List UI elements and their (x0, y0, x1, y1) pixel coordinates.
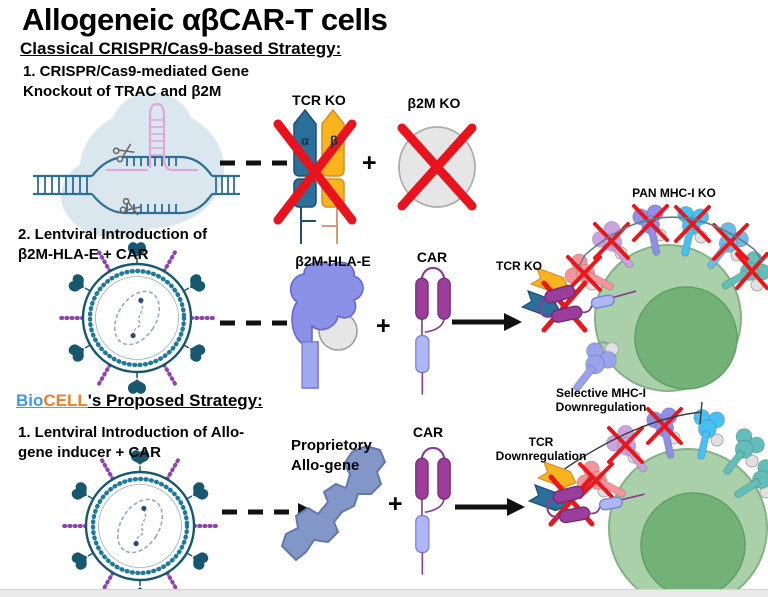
proposed-step-1-line-2: gene inducer + CAR (18, 444, 161, 461)
tcr-alpha-letter: α (301, 133, 309, 148)
classical-strategy-heading-text: Classical CRISPR/Cas9-based Strategy: (20, 39, 342, 58)
allo-gene-blob (281, 445, 386, 561)
allo-gene-label: Proprietory Allo-gene (291, 436, 372, 476)
car-t-cell-1 (594, 244, 742, 392)
selective-mhc-label-line-2: Downregulation (555, 400, 647, 414)
brand-bio: Bio (16, 391, 44, 410)
car-construct-1 (414, 266, 452, 396)
proposed-heading-rest: 's Proposed Strategy: (87, 391, 263, 410)
selective-mhc-label-line-1: Selective MHC-I (555, 386, 647, 400)
solid-arrow-1 (452, 313, 522, 331)
tcr-ko-label: TCR KO (292, 92, 346, 108)
b2m-ko-label: β2M KO (407, 95, 461, 111)
classical-step-2-line-1: 2. Lentviral Introduction of (18, 226, 208, 243)
car-t-cell-2 (608, 448, 768, 597)
plus-sign-1: + (362, 149, 377, 177)
classical-strategy-heading: Classical CRISPR/Cas9-based Strategy: (20, 39, 341, 59)
car-label-2: CAR (412, 424, 444, 440)
lentivirus-2 (62, 450, 218, 597)
proposed-step-1: 1. Lentviral Introduction of Allo- gene … (18, 423, 244, 463)
classical-step-1-line-2: Knockout of TRAC and β2M (23, 83, 222, 100)
tcr-downregulation-line-1: TCR (528, 435, 554, 449)
tcr-downregulation-label: TCR Downregulation (486, 435, 596, 463)
allo-gene-label-line-2: Allo-gene (291, 457, 360, 474)
classical-step-1-line-1: 1. CRISPR/Cas9-mediated Gene (23, 63, 249, 80)
classical-step-2-line-2: β2M-HLA-E + CAR (18, 246, 149, 263)
bottom-edge-strip (0, 589, 768, 597)
allo-gene-label-line-1: Proprietory (291, 437, 372, 454)
classical-step-1: 1. CRISPR/Cas9-mediated Gene Knockout of… (23, 62, 249, 102)
scissors-icon (112, 143, 142, 216)
plus-sign-3: + (388, 490, 403, 518)
tcr-downregulation-line-2: Downregulation (495, 449, 587, 463)
guide-rna (106, 102, 198, 172)
classical-step-2: 2. Lentviral Introduction of β2M-HLA-E +… (18, 225, 207, 265)
proposed-strategy-heading: BioCELL's Proposed Strategy: (16, 391, 263, 411)
red-x-tcr (273, 119, 357, 225)
car-construct-2 (414, 446, 452, 576)
b2m-hla-e-label: β2M-HLA-E (295, 253, 371, 269)
selective-mhc-label: Selective MHC-I Downregulation (538, 386, 664, 414)
red-x-mhc-cell-1 (566, 204, 768, 292)
tcr-beta-letter: β (330, 133, 338, 148)
crispr-cas9-illustration (33, 92, 240, 238)
cell-tcr-ko-label: TCR KO (496, 259, 542, 273)
solid-arrow-2 (455, 498, 525, 516)
hla-e-on-cell-1 (561, 337, 621, 401)
proposed-step-1-line-1: 1. Lentviral Introduction of Allo- (18, 424, 245, 441)
red-x-mhc-cell-2 (578, 407, 683, 499)
b2m-hla-e-molecule (289, 261, 364, 389)
brand-cell: CELL (43, 391, 88, 410)
page-title: Allogeneic αβCAR-T cells (22, 2, 388, 37)
car-label-1: CAR (416, 249, 448, 265)
pan-mhc-ko-label: PAN MHC-I KO (632, 186, 716, 200)
pan-mhc-bracket (578, 216, 763, 267)
red-x-b2m (397, 123, 477, 211)
plus-sign-2: + (376, 312, 391, 340)
